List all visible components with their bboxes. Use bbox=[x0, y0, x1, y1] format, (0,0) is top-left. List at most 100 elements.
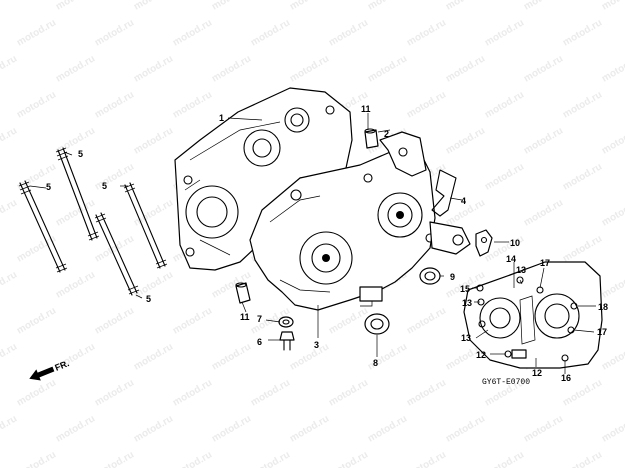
gasket-bracket bbox=[379, 131, 427, 177]
watermark-text: motod.ru bbox=[15, 89, 58, 120]
watermark-text: motod.ru bbox=[132, 0, 175, 13]
watermark-text: motod.ru bbox=[171, 377, 214, 408]
drain-bolt bbox=[279, 331, 295, 351]
watermark-text: motod.ru bbox=[288, 413, 331, 444]
watermark-text: motod.ru bbox=[522, 53, 565, 84]
callout-5-a: 5 bbox=[78, 149, 83, 159]
watermark-text: motod.ru bbox=[405, 17, 448, 48]
watermark-text: motod.ru bbox=[54, 197, 97, 228]
watermark-text: motod.ru bbox=[249, 449, 292, 468]
watermark-text: motod.ru bbox=[405, 89, 448, 120]
watermark-text: motod.ru bbox=[327, 449, 370, 468]
callout-8: 8 bbox=[373, 358, 378, 368]
dowel-pin-bottom bbox=[235, 282, 251, 304]
callout-13-b: 13 bbox=[462, 298, 472, 308]
oil-seal-large bbox=[364, 313, 390, 335]
watermark-text: motod.ru bbox=[15, 233, 58, 264]
callout-labels: 1 2 3 4 5 5 5 5 6 7 8 9 10 11 11 12 12 1… bbox=[46, 104, 608, 383]
watermark-text: motod.ru bbox=[132, 341, 175, 372]
watermark-text: motod.ru bbox=[600, 0, 625, 13]
watermark-text: motod.ru bbox=[600, 413, 625, 444]
watermark-text: motod.ru bbox=[54, 413, 97, 444]
watermark-text: motod.ru bbox=[522, 413, 565, 444]
watermark-text: motod.ru bbox=[327, 377, 370, 408]
watermark-text: motod.ru bbox=[288, 0, 331, 13]
watermark-text: motod.ru bbox=[54, 269, 97, 300]
watermark-text: motod.ru bbox=[483, 17, 526, 48]
watermark-text: motod.ru bbox=[171, 449, 214, 468]
watermark-text: motod.ru bbox=[444, 0, 487, 13]
callout-7: 7 bbox=[257, 314, 262, 324]
watermark-text: motod.ru bbox=[366, 53, 409, 84]
watermark-text: motod.ru bbox=[171, 305, 214, 336]
watermark-text: motod.ru bbox=[132, 125, 175, 156]
side-cover bbox=[463, 261, 603, 369]
callout-13-a: 13 bbox=[516, 265, 526, 275]
callout-16: 16 bbox=[561, 373, 571, 383]
callout-5-c: 5 bbox=[102, 181, 107, 191]
watermark-text: motod.ru bbox=[327, 17, 370, 48]
diagram-code: GY6T-E0700 bbox=[482, 378, 530, 387]
watermark-text: motod.ru bbox=[600, 125, 625, 156]
leader-lines bbox=[29, 113, 596, 374]
watermark-text: motod.ru bbox=[405, 305, 448, 336]
callout-10: 10 bbox=[510, 238, 520, 248]
watermark-text: motod.ru bbox=[171, 89, 214, 120]
watermark-text: motod.ru bbox=[366, 413, 409, 444]
watermark-text: motod.ru bbox=[210, 0, 253, 13]
watermark-text: motod.ru bbox=[0, 197, 19, 228]
watermark-text: motod.ru bbox=[522, 197, 565, 228]
watermark-text: motod.ru bbox=[405, 449, 448, 468]
watermark-text: motod.ru bbox=[171, 17, 214, 48]
watermark-text: motod.ru bbox=[15, 305, 58, 336]
callout-4: 4 bbox=[461, 196, 466, 206]
watermark-text: motod.ru bbox=[54, 125, 97, 156]
watermark-text: motod.ru bbox=[132, 413, 175, 444]
watermark-text: motod.ru bbox=[93, 17, 136, 48]
watermark-text: motod.ru bbox=[522, 0, 565, 13]
watermark-text: motod.ru bbox=[15, 377, 58, 408]
watermark-text: motod.ru bbox=[15, 161, 58, 192]
callout-15: 15 bbox=[460, 284, 470, 294]
watermark-text: motod.ru bbox=[561, 17, 604, 48]
watermark-text: motod.ru bbox=[483, 161, 526, 192]
watermark-text: motod.ru bbox=[249, 377, 292, 408]
stud-bolts bbox=[18, 147, 168, 296]
watermark-text: motod.ru bbox=[0, 0, 19, 13]
watermark-text: motod.ru bbox=[522, 125, 565, 156]
crankcase-right-half bbox=[174, 87, 353, 271]
callout-11-b: 11 bbox=[240, 312, 250, 322]
washer bbox=[278, 316, 294, 328]
crankcase-left-half bbox=[249, 149, 436, 311]
watermark-text: motod.ru bbox=[132, 53, 175, 84]
watermark-text: motod.ru bbox=[93, 233, 136, 264]
watermark-text: motod.ru bbox=[561, 161, 604, 192]
watermark-text: motod.ru bbox=[0, 341, 19, 372]
watermark-text: motod.ru bbox=[15, 449, 58, 468]
small-lever bbox=[475, 229, 493, 257]
callout-2: 2 bbox=[384, 129, 389, 139]
watermark-text: motod.ru bbox=[210, 413, 253, 444]
oil-seal-small bbox=[419, 267, 441, 285]
watermark-text: motod.ru bbox=[93, 449, 136, 468]
dowel-pin-top bbox=[364, 128, 379, 149]
watermark-text: motod.ru bbox=[210, 53, 253, 84]
watermark-text: motod.ru bbox=[561, 449, 604, 468]
callout-1: 1 bbox=[219, 113, 224, 123]
callout-12-a: 12 bbox=[476, 350, 486, 360]
watermark-text: motod.ru bbox=[54, 0, 97, 13]
watermark-text: motod.ru bbox=[0, 53, 19, 84]
watermark-text: motod.ru bbox=[93, 89, 136, 120]
mount-boss bbox=[429, 221, 471, 255]
watermark-text: motod.ru bbox=[93, 161, 136, 192]
callout-5-b: 5 bbox=[46, 182, 51, 192]
watermark-text: motod.ru bbox=[15, 17, 58, 48]
watermark-text: motod.ru bbox=[600, 53, 625, 84]
callout-17-b: 17 bbox=[597, 327, 607, 337]
watermark-text: motod.ru bbox=[93, 377, 136, 408]
callout-6: 6 bbox=[257, 337, 262, 347]
watermark-text: motod.ru bbox=[444, 125, 487, 156]
watermark-text: motod.ru bbox=[444, 413, 487, 444]
watermark-text: motod.ru bbox=[483, 449, 526, 468]
